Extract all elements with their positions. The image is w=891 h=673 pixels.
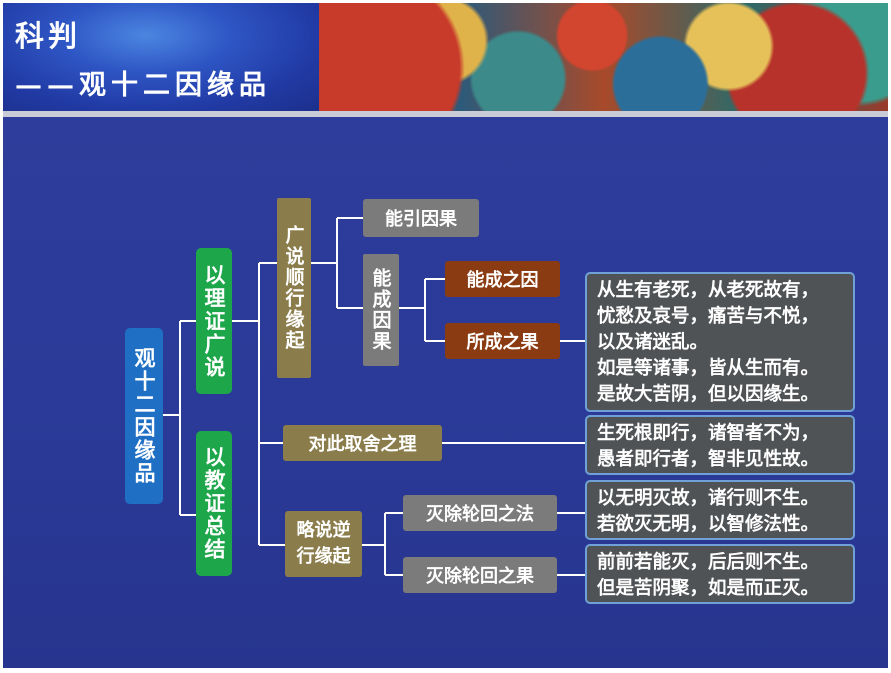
node-lue-shuo-line-1: 略说逆 — [296, 520, 351, 541]
node-li-zheng-guang-shuo: 以理证广说 — [196, 248, 232, 394]
diagram-connectors — [163, 217, 585, 576]
verse-suo-cheng-zhi-guo: 从生有老死，从老死故有， 忧愁及哀号，痛苦与不悦， 以及诸迷乱。 如是等诸事，皆… — [585, 272, 855, 412]
verse-line: 以无明灭故，诸行则不生。 — [597, 488, 820, 509]
node-neng-cheng-zhi-yin: 能成之因 — [445, 261, 560, 297]
page-title: 科判 — [15, 19, 82, 53]
node-suo-cheng-zhi-guo: 所成之果 — [445, 323, 560, 359]
verse-line: 忧愁及哀号，痛苦与不悦， — [597, 306, 820, 327]
verse-line: 是故大苦阴，但以因缘生。 — [597, 384, 820, 405]
root-node: 观十二因缘品 — [125, 328, 163, 504]
header: 科判 ——观十二因缘品 — [3, 3, 888, 111]
node-lue-shuo-ni-xing: 略说逆 行缘起 — [285, 511, 362, 577]
verse-mie-chu-guo: 前前若能灭，后后则不生。 但是苦阴聚，如是而正灭。 — [585, 544, 855, 604]
verse-line: 前前若能灭，后后则不生。 — [597, 552, 820, 573]
node-mie-chu-guo: 灭除轮回之果 — [403, 557, 557, 593]
verse-line: 愚者即行者，智非见性故。 — [597, 449, 820, 470]
verse-line: 从生有老死，从老死故有， — [597, 280, 820, 301]
slide: 科判 ——观十二因缘品 — [3, 3, 888, 668]
verse-line: 生死根即行，诸智者不为， — [597, 423, 820, 444]
verse-line: 以及诸迷乱。 — [597, 332, 709, 353]
node-neng-yin-yin-guo: 能引因果 — [363, 199, 479, 237]
verse-mie-chu-fa: 以无明灭故，诸行则不生。 若欲灭无明，以智修法性。 — [585, 480, 855, 540]
node-jiao-zheng-zong-jie: 以教证总结 — [196, 431, 232, 576]
node-dui-ci-qu-she: 对此取舍之理 — [283, 425, 442, 461]
verse-dui-ci-qu-she: 生死根即行，诸智者不为， 愚者即行者，智非见性故。 — [585, 415, 855, 475]
verse-line: 但是苦阴聚，如是而正灭。 — [597, 578, 820, 599]
page-subtitle: ——观十二因缘品 — [15, 70, 271, 101]
node-neng-cheng-yin-guo: 能成因果 — [363, 254, 399, 366]
node-lue-shuo-line-2: 行缘起 — [296, 546, 351, 567]
node-mie-chu-fa: 灭除轮回之法 — [403, 495, 557, 531]
verse-line: 如是等诸事，皆从生而有。 — [597, 358, 820, 379]
thangka-painting-banner — [319, 3, 888, 111]
verse-line: 若欲灭无明，以智修法性。 — [597, 514, 820, 535]
header-title-panel — [3, 3, 321, 111]
node-guang-shuo-shun-xing: 广说顺行缘起 — [277, 198, 311, 378]
header-divider — [3, 111, 888, 117]
